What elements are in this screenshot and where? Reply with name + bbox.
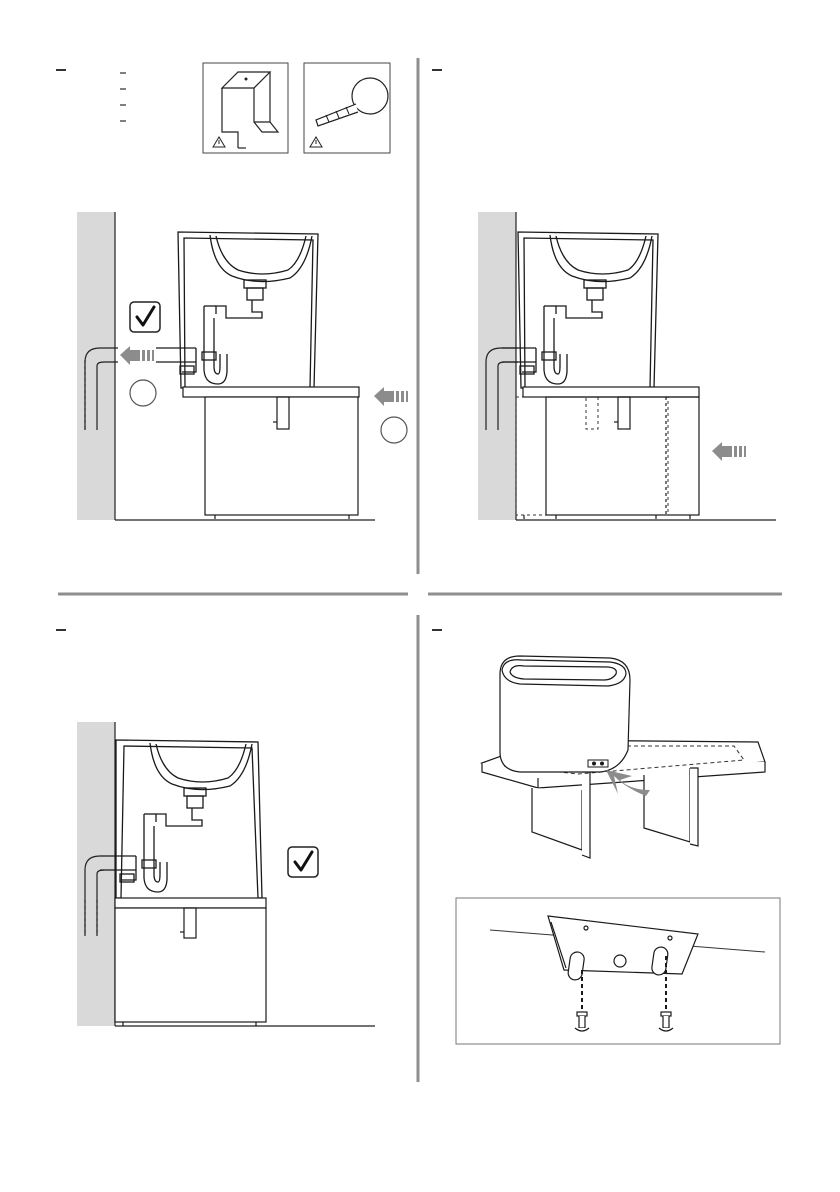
panel-top-right	[420, 0, 840, 590]
arrow-left-icon	[712, 442, 746, 461]
panel-bottom-right	[420, 600, 840, 1100]
panel-bottom-left	[0, 600, 418, 1100]
vanity-cabinet-ghost	[516, 397, 668, 515]
check-icon	[288, 847, 318, 877]
arrow-left-icon	[120, 346, 154, 365]
vanity-cabinet	[115, 898, 266, 1026]
vanity-cabinet	[523, 387, 699, 519]
bracket-plate-icon	[588, 760, 608, 767]
step-circle-a	[130, 380, 156, 406]
step-circle-b	[381, 417, 407, 443]
basin	[500, 656, 630, 772]
sink-frame	[156, 232, 318, 388]
arrow-left-icon	[374, 387, 408, 406]
parts-list	[120, 73, 126, 121]
sink-frame	[502, 232, 658, 388]
pipe-fitting-icon	[304, 63, 390, 153]
wall	[77, 722, 115, 1026]
panel-top-left	[0, 0, 418, 590]
check-icon	[130, 302, 160, 332]
wall	[478, 212, 516, 520]
sink-frame	[100, 740, 262, 898]
wall	[77, 212, 115, 520]
bracket-icon	[203, 63, 288, 153]
vanity-cabinet	[183, 387, 359, 519]
